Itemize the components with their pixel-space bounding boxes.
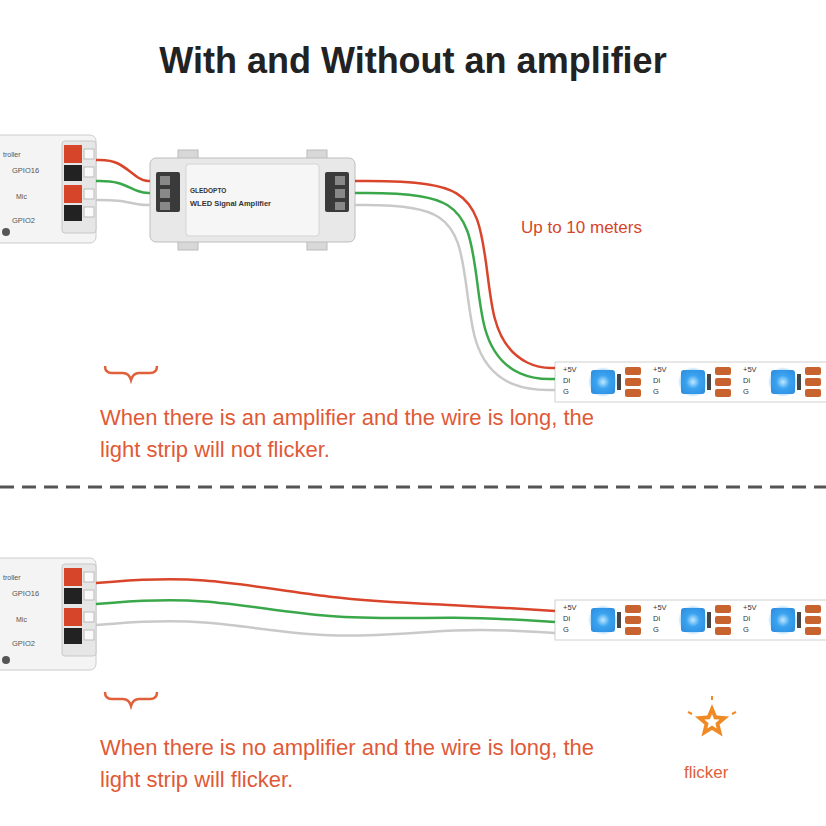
pin-label: G [563,626,569,634]
led-strip: +5V DiG +5V DiG +5V DiG [555,362,826,402]
wire [96,160,150,181]
note: When there is an amplifier and the wire … [100,402,620,466]
bracket [105,692,157,706]
pin-label: +5V [563,366,577,374]
flicker-label: flicker [684,761,728,786]
pin-label: G [653,388,659,396]
controller: trollerGPIO16MicGPIO2 [0,558,96,670]
wire [96,600,555,622]
part-label: troller [3,574,21,581]
controller-body [0,135,96,243]
part-label: GPIO2 [12,217,35,225]
pin-label: +5V [653,604,667,612]
distance-note: Up to 10 meters [521,216,642,241]
wire [96,181,150,193]
wire [96,579,555,611]
led-strip-body [555,362,826,402]
bracket [105,366,157,380]
part-label: troller [3,151,21,158]
title: With and Without an amplifier [0,40,826,82]
wire [96,200,150,205]
flicker-star [688,696,736,737]
part-label: GPIO2 [12,640,35,648]
pin-label: G [563,388,569,396]
controller: trollerGPIO16MicGPIO2 [0,135,96,243]
led-strip: +5V DiG +5V DiG +5V DiG [555,600,826,640]
divider [0,486,826,489]
pin-label: G [743,388,749,396]
pin-label: G [743,626,749,634]
pin-label: Di [563,615,570,623]
part-label: Mic [16,616,27,623]
pin-label: Di [563,377,570,385]
signal-amplifier: GLEDOPTO WLED Signal Amplifier [150,158,355,242]
note: When there is no amplifier and the wire … [100,732,620,796]
pin-label: +5V [743,604,757,612]
part-label: GPIO16 [12,167,39,175]
pin-label: +5V [563,604,577,612]
wire [355,181,555,368]
wire [96,621,555,635]
amplifier-body [150,150,355,250]
part-label: GPIO16 [12,590,39,598]
pin-label: Di [743,377,750,385]
part-label: Mic [16,193,27,200]
part-label: GLEDOPTO [190,188,226,195]
pin-label: Di [653,377,660,385]
part-label: WLED Signal Amplifier [190,200,271,208]
pin-label: G [653,626,659,634]
pin-label: +5V [743,366,757,374]
controller-body [0,558,96,670]
pin-label: Di [743,615,750,623]
pin-label: +5V [653,366,667,374]
led-strip-body [555,600,826,640]
pin-label: Di [653,615,660,623]
